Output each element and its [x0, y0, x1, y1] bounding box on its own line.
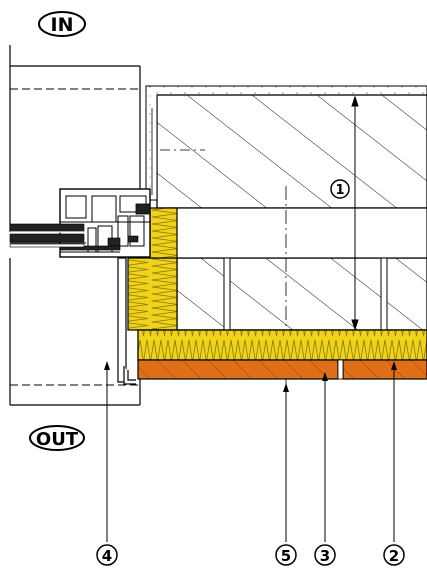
- leader-lines: [106, 370, 395, 542]
- callout-axis: 5: [275, 544, 297, 566]
- svg-text:3: 3: [320, 547, 330, 565]
- inside-label: IN: [38, 11, 86, 37]
- svg-text:OUT: OUT: [36, 429, 79, 450]
- svg-text:4: 4: [102, 547, 112, 565]
- callout-wool: 2: [383, 544, 405, 566]
- callout-dimension: 1: [330, 179, 350, 199]
- svg-text:1: 1: [335, 183, 344, 198]
- frame-insulation: [149, 207, 178, 259]
- callout-joint: 3: [314, 544, 336, 566]
- inner-reveal-plaster: [145, 86, 158, 201]
- callout-window: 4: [96, 544, 118, 566]
- window-sill: [117, 257, 136, 385]
- svg-text:5: 5: [281, 547, 291, 565]
- lintel-core-band: [169, 207, 427, 259]
- outside-label: OUT: [29, 425, 85, 451]
- dimension-line: [351, 95, 359, 331]
- mineral-wool-layer: [137, 329, 427, 361]
- glazing: [9, 223, 86, 248]
- render-board: [137, 359, 427, 380]
- svg-text:IN: IN: [51, 14, 74, 36]
- svg-text:2: 2: [389, 547, 399, 565]
- interior-plaster: [145, 85, 427, 96]
- window-frame: [59, 188, 151, 258]
- leader-arrows: [104, 361, 397, 392]
- reveal-insulation: [127, 257, 178, 331]
